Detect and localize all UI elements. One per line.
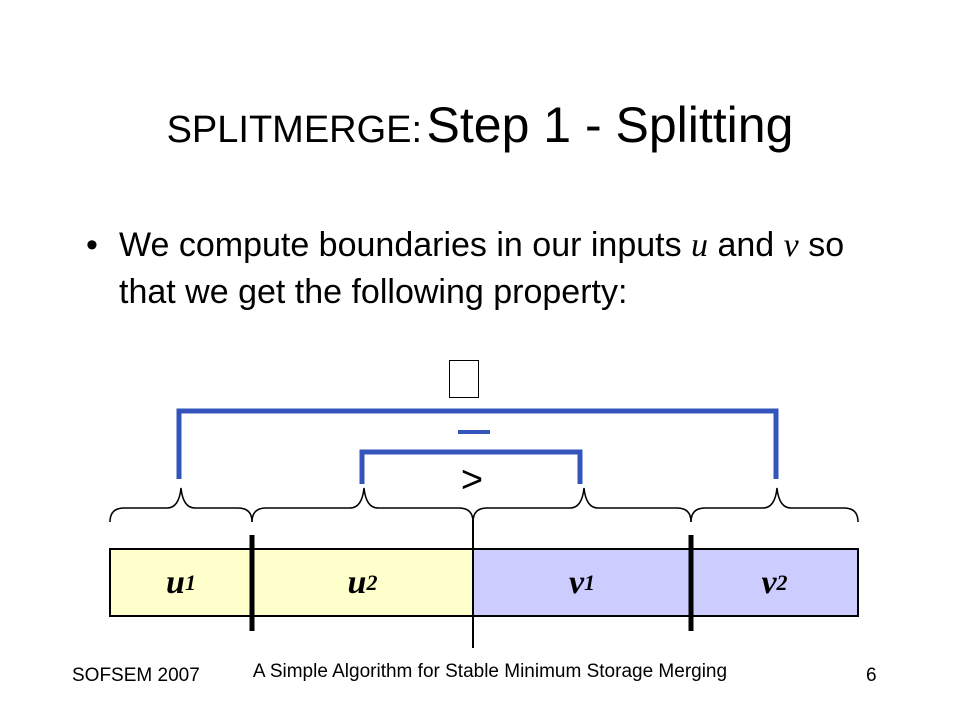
segment-u1-sub: 1: [184, 569, 196, 595]
segment-v2-sub: 2: [776, 569, 788, 595]
brace-v1: [472, 487, 692, 523]
var-u: u: [691, 227, 709, 264]
title-algorithm-name: SPLITMERGE:: [166, 109, 423, 151]
bullet-text-part2: and: [708, 226, 784, 264]
segment-v1-base: v: [568, 563, 585, 601]
var-v: v: [783, 227, 799, 264]
footer-conference: SOFSEM 2007: [72, 665, 200, 686]
title-step: Step 1 - Splitting: [426, 97, 794, 153]
u-fill: [110, 549, 473, 616]
segment-u2-sub: 2: [366, 569, 378, 595]
relation-symbol-box: [449, 360, 479, 398]
slide-title: SPLITMERGE: Step 1 - Splitting: [0, 100, 960, 150]
brace-v2: [690, 487, 859, 523]
segment-u1-base: u: [166, 563, 185, 601]
segment-v1-sub: 1: [584, 569, 596, 595]
inner-relation-symbol: >: [461, 459, 483, 501]
footer-title: A Simple Algorithm for Stable Minimum St…: [252, 661, 728, 682]
segment-u2-base: u: [347, 563, 367, 601]
bullet-text: We compute boundaries in our inputs u an…: [86, 222, 866, 315]
array-outline: [109, 548, 859, 617]
segment-v2-base: v: [761, 563, 777, 601]
v-fill: [473, 549, 858, 616]
brace-u1: [109, 487, 253, 523]
footer-page-number: 6: [866, 665, 877, 686]
inner-bracket: [359, 449, 583, 484]
bullet-marker: •: [86, 226, 98, 264]
bullet-text-part1: We compute boundaries in our inputs: [119, 226, 692, 264]
bullet-text-part3: so that we get the following property:: [119, 226, 845, 311]
outer-bracket: [176, 408, 779, 479]
bullet-point: • We compute boundaries in our inputs u …: [86, 222, 866, 315]
brace-u2: [251, 487, 474, 523]
